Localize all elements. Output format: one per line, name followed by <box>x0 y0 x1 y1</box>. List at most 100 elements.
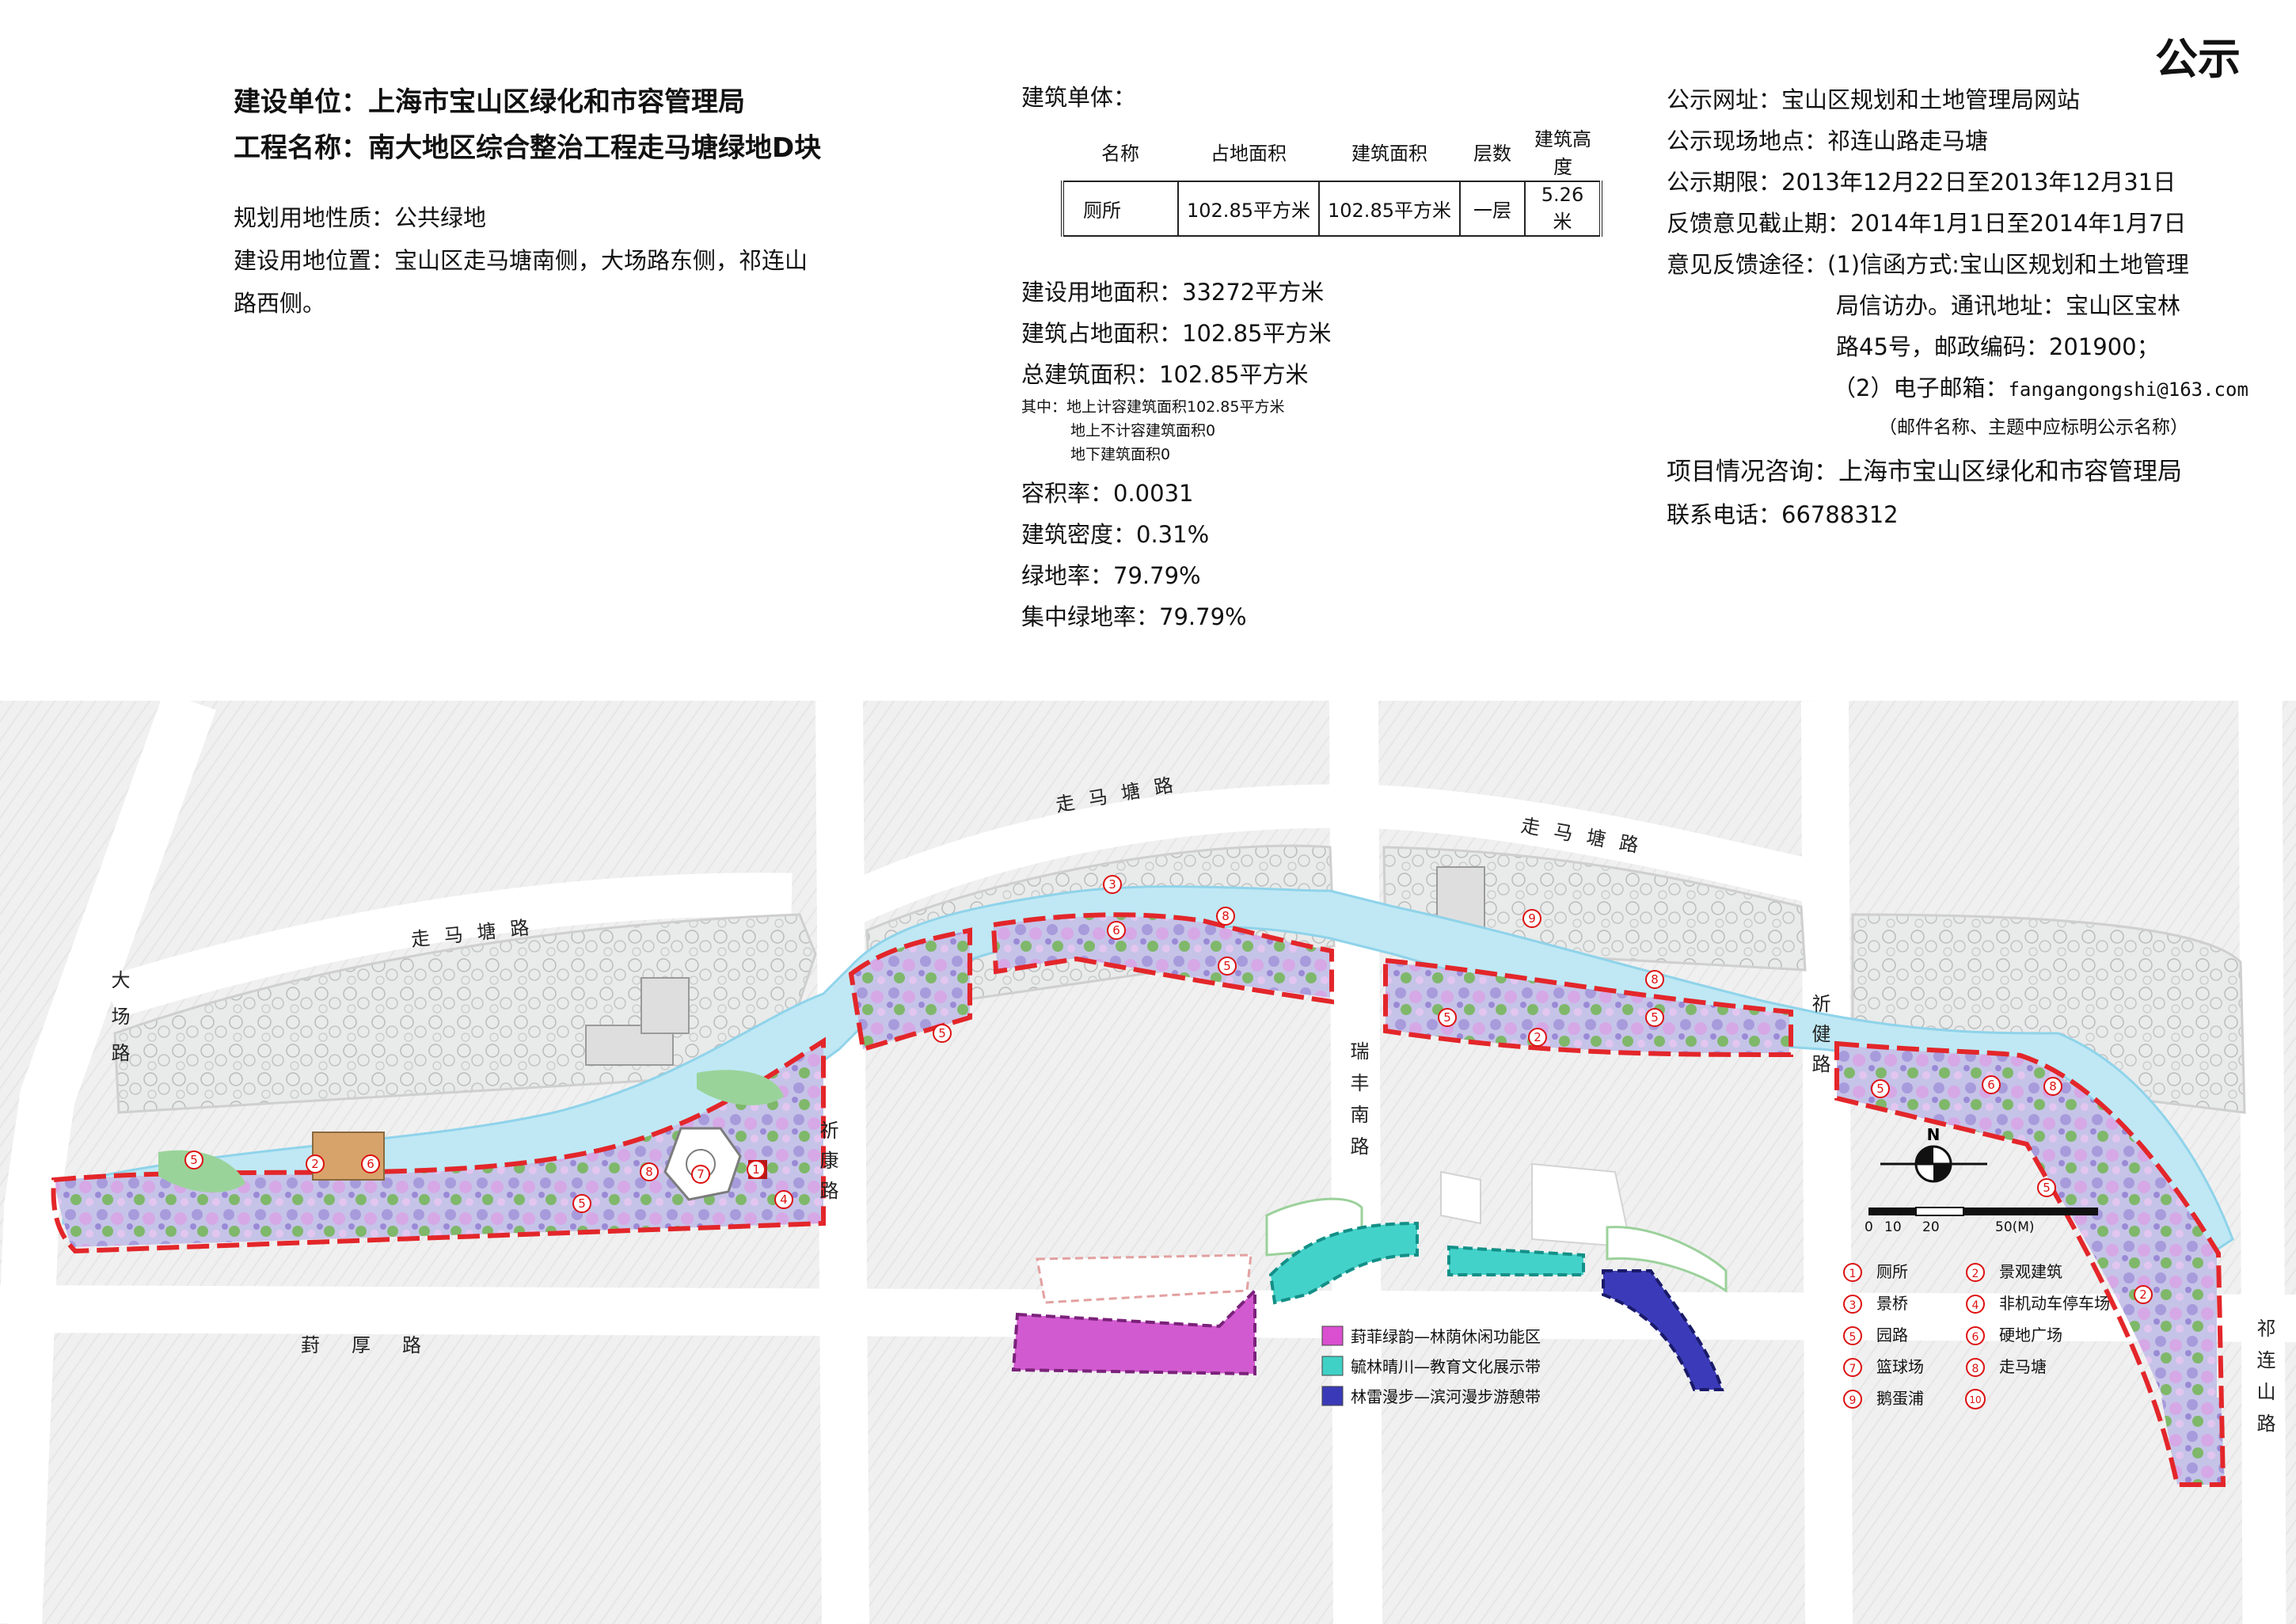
legend-item: 6 硬地广场 <box>1966 1325 2062 1345</box>
page-title: 公示 <box>2155 34 2241 84</box>
legend-label: 景观建筑 <box>1999 1262 2062 1281</box>
road-label-qijian: 祈健路 <box>1808 994 1830 1084</box>
legend-number: 2 <box>1972 1268 1979 1280</box>
svg-text:5: 5 <box>938 1026 946 1040</box>
legend-label: 厕所 <box>1876 1262 1908 1281</box>
legend-label: 鹅蛋浦 <box>1876 1389 1924 1408</box>
legend-number: 10 <box>1969 1394 1981 1405</box>
zone-swatch-2 <box>1321 1356 1344 1376</box>
area-note-2: 地上不计容建筑面积0 <box>1070 422 1216 439</box>
central-green-ratio: 集中绿地率：79.79% <box>1021 603 1247 630</box>
marker-8: 8 <box>640 1162 659 1181</box>
building-label: 建筑单体： <box>1021 84 1137 111</box>
legend-number: 6 <box>1972 1331 1979 1344</box>
road-label-ruifeng: 瑞丰南路 <box>1347 1041 1369 1168</box>
site-markers: 5 2 6 5 7 1 4 8 5 3 6 5 8 9 8 5 2 5 5 6 … <box>184 875 2153 1304</box>
svg-text:5: 5 <box>1876 1082 1884 1096</box>
table-cell: 厕所 <box>1061 181 1179 237</box>
table-row: 厕所 102.85平方米 102.85平方米 一层 5.26米 <box>1061 181 1602 237</box>
marker-2: 2 <box>1528 1028 1547 1047</box>
svg-text:9: 9 <box>1528 911 1536 926</box>
legend-number: 3 <box>1849 1299 1857 1312</box>
svg-text:2: 2 <box>1534 1030 1541 1044</box>
marker-6: 6 <box>361 1154 380 1173</box>
area-note-3: 地下建筑面积0 <box>1070 446 1171 463</box>
table-cell: 一层 <box>1459 181 1526 237</box>
feedback-channel-1: 意见反馈途径：(1)信函方式:宝山区规划和土地管理 <box>1667 251 2189 278</box>
svg-text:2: 2 <box>311 1157 319 1171</box>
marker-5: 5 <box>1645 1008 1664 1027</box>
svg-text:6: 6 <box>1987 1078 1995 1092</box>
legend-item: 10 <box>1965 1389 1986 1409</box>
table-cell: 102.85平方米 <box>1177 181 1320 237</box>
col-header: 建筑高度 <box>1534 128 1591 178</box>
zone-label-2: 毓林晴川—教育文化展示带 <box>1351 1357 1541 1376</box>
road-label-west: 大场路 <box>108 970 130 1079</box>
site-boundary <box>51 912 2226 1487</box>
legend-label: 篮球场 <box>1876 1357 1924 1376</box>
location-line-2: 路西侧。 <box>234 290 326 317</box>
svg-text:5: 5 <box>1443 1010 1451 1025</box>
table-cell: 5.26米 <box>1524 181 1602 237</box>
scale-tick-20: 20 <box>1922 1219 1940 1235</box>
legend-label: 硬地广场 <box>1999 1325 2062 1344</box>
marker-5: 5 <box>1438 1008 1457 1027</box>
building-table-header: 名称 占地面积 建筑面积 层数 建筑高度 <box>1062 122 1601 181</box>
marker-5: 5 <box>1871 1079 1890 1098</box>
email-label: （2）电子邮箱： <box>1833 375 2009 401</box>
email-note: （邮件名称、主题中应标明公示名称） <box>1879 417 2188 438</box>
compass: N <box>1880 1125 1987 1183</box>
scale-tick-0: 0 <box>1865 1219 1873 1235</box>
col-header: 层数 <box>1473 142 1511 165</box>
stats-block: 建设用地面积：33272平方米 建筑占地面积：102.85平方米 总建筑面积：1… <box>1021 272 1655 637</box>
marker-2: 2 <box>2134 1285 2153 1304</box>
site-area: 建设用地面积：33272平方米 <box>1021 279 1325 306</box>
legend-label: 非机动车停车场 <box>1999 1294 2110 1313</box>
zone-label-1: 葑菲绿韵—林荫休闲功能区 <box>1351 1327 1541 1346</box>
legend-number: 9 <box>1849 1394 1857 1407</box>
project-info: 建设单位：上海市宝山区绿化和市容管理局 工程名称：南大地区综合整治工程走马塘绿地… <box>234 79 867 325</box>
marker-5: 5 <box>933 1024 952 1043</box>
green-ratio: 绿地率：79.79% <box>1021 562 1201 589</box>
marker-8: 8 <box>2043 1077 2062 1096</box>
col-header: 名称 <box>1101 142 1139 165</box>
svg-text:3: 3 <box>1108 877 1116 892</box>
site-plan-map: 5 2 6 5 7 1 4 8 5 3 6 5 8 9 8 5 2 5 5 6 … <box>0 701 2296 1624</box>
marker-1: 1 <box>747 1160 766 1179</box>
zone-swatch-1 <box>1321 1325 1344 1346</box>
marker-7: 7 <box>691 1165 710 1184</box>
scale-tick-10: 10 <box>1884 1219 1902 1235</box>
legend-item: 7 篮球场 <box>1843 1357 1924 1377</box>
zone-label-3: 林雷漫步—滨河漫步游憩带 <box>1351 1387 1541 1406</box>
floor-area-ratio: 容积率：0.0031 <box>1021 480 1194 507</box>
svg-text:5: 5 <box>578 1196 586 1211</box>
project-name-line: 工程名称：南大地区综合整治工程走马塘绿地D块 <box>234 132 822 164</box>
notice-deadline: 反馈意见截止期：2014年1月1日至2014年1月7日 <box>1667 210 2187 237</box>
email-address[interactable]: fangangongshi@163.com <box>2008 378 2248 401</box>
builder-line: 建设单位：上海市宝山区绿化和市容管理局 <box>234 86 745 118</box>
marker-8: 8 <box>1645 970 1664 989</box>
road-label-qilianshan: 祁连山路 <box>2253 1318 2275 1445</box>
svg-text:5: 5 <box>190 1153 198 1167</box>
marker-5: 5 <box>1218 957 1237 976</box>
scale-bar: 0 10 20 50(M) <box>1865 1207 2098 1235</box>
zone-swatch-3 <box>1321 1386 1344 1406</box>
legend-number: 4 <box>1972 1299 1979 1312</box>
svg-text:5: 5 <box>1651 1010 1659 1025</box>
legend-label: 园路 <box>1876 1325 1908 1344</box>
building-table: 名称 占地面积 建筑面积 层数 建筑高度 厕所 102.85平方米 102.85… <box>1061 122 1602 237</box>
marker-5: 5 <box>184 1150 203 1170</box>
zone-legend: 葑菲绿韵—林荫休闲功能区 毓林晴川—教育文化展示带 林雷漫步—滨河漫步游憩带 <box>1321 1325 1541 1406</box>
legend-label: 走马塘 <box>1999 1357 2047 1376</box>
legend-number: 7 <box>1849 1363 1857 1375</box>
marker-6: 6 <box>1107 921 1126 940</box>
marker-8: 8 <box>1216 907 1235 926</box>
phone-line: 联系电话：66788312 <box>1667 501 1899 528</box>
feedback-channel-3: 路45号，邮政编码：201900； <box>1836 333 2160 360</box>
feedback-email: （2）电子邮箱：fangangongshi@163.com <box>1667 367 2284 410</box>
